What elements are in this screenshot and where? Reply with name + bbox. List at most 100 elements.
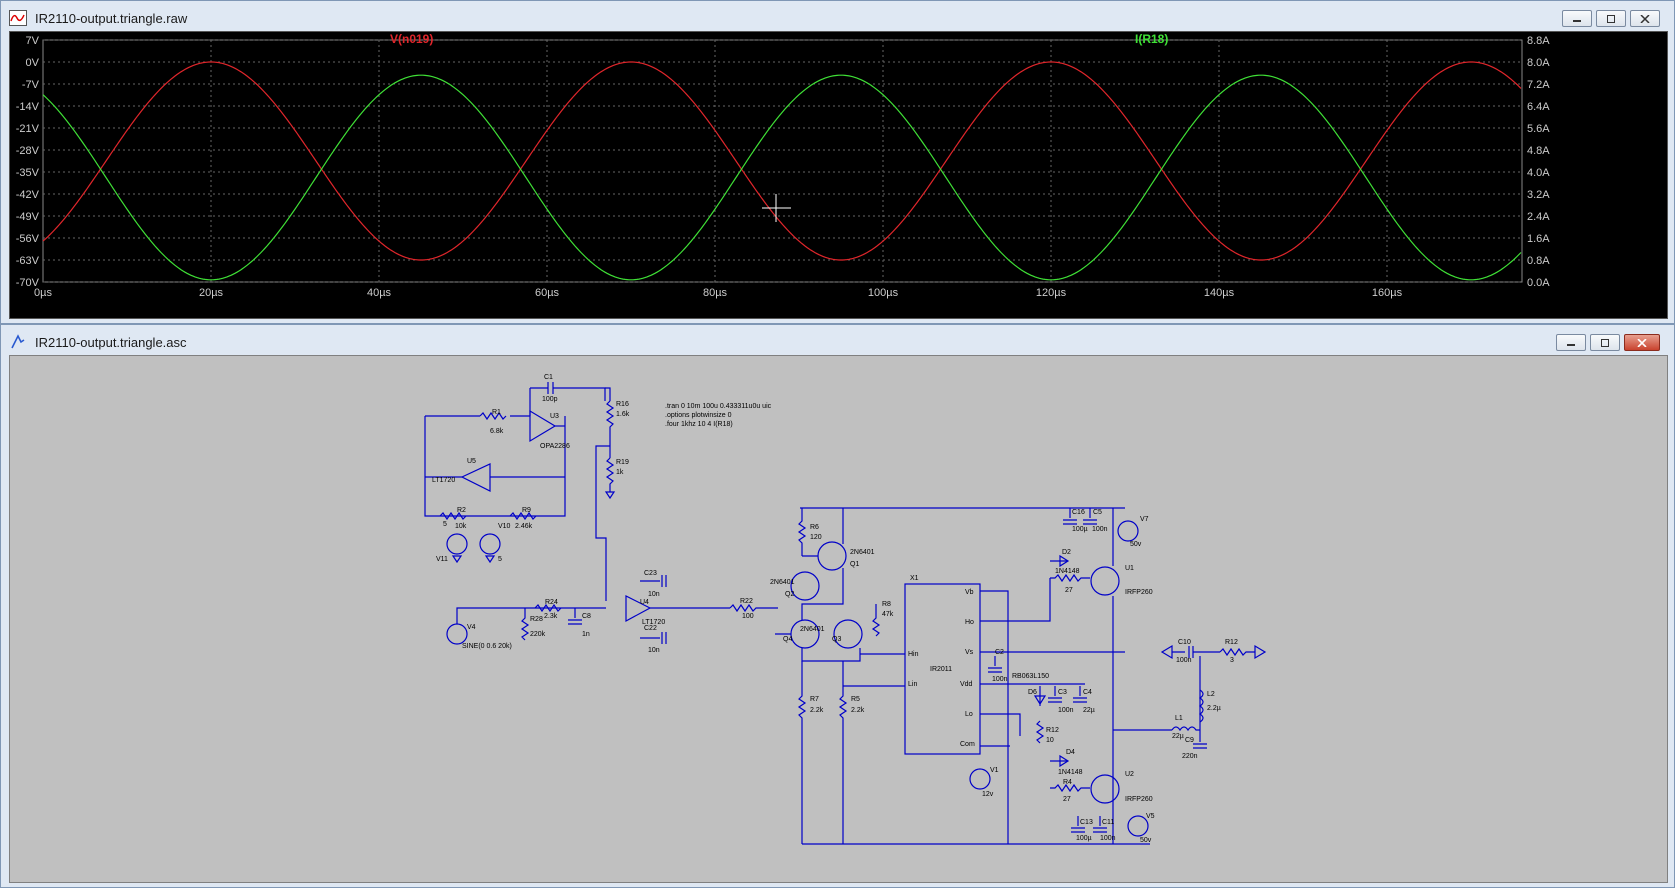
svg-text:L2: L2	[1207, 691, 1215, 698]
svg-text:120: 120	[810, 534, 822, 541]
waveform-window-titlebar[interactable]: IR2110-output.triangle.raw	[1, 1, 1674, 35]
right-tick-label: 0.0A	[1527, 277, 1550, 289]
svg-text:V1: V1	[990, 767, 999, 774]
x-tick-label: 120µs	[1036, 287, 1067, 299]
close-button[interactable]	[1624, 334, 1660, 351]
capacitor-c3	[1048, 686, 1062, 703]
svg-text:U5: U5	[467, 458, 476, 465]
maximize-button[interactable]	[1590, 334, 1620, 351]
svg-text:U1: U1	[1125, 565, 1134, 572]
svg-text:10: 10	[1046, 737, 1054, 744]
trace-i-r18[interactable]	[42, 74, 1522, 281]
svg-text:D2: D2	[1062, 549, 1071, 556]
opamp-u3	[529, 409, 557, 443]
trace-v-n019[interactable]	[42, 61, 1522, 261]
svg-text:R7: R7	[810, 696, 819, 703]
capacitor-c5	[1083, 508, 1097, 525]
right-tick-label: 5.6A	[1527, 123, 1550, 135]
r16-r19-chain[interactable]: R16 1.6k R19 1k	[595, 387, 630, 601]
close-button[interactable]	[1630, 10, 1660, 27]
right-tick-label: 4.8A	[1527, 145, 1550, 157]
sine-input[interactable]: V4 SINE(0 0.6 20k) R24 2.3k R28 220k C8 …	[446, 570, 778, 654]
right-tick-label: 0.8A	[1527, 255, 1550, 267]
directive-four[interactable]: .four 1khz 10 4 I(R18)	[665, 421, 733, 428]
resistor-r9	[509, 511, 537, 521]
svg-text:1n: 1n	[582, 631, 590, 638]
svg-text:27: 27	[1065, 587, 1073, 594]
x-tick-label: 40µs	[367, 287, 392, 299]
triangle-generator[interactable]: R1 6.8k C1 100p U3 OPA2286 U5 LT1720 R2 …	[424, 374, 606, 530]
spice-directives[interactable]: .tran 0 10m 100u 0.433311u0u uic .option…	[665, 403, 772, 428]
svg-text:Q3: Q3	[832, 636, 841, 643]
resistor-r22	[729, 603, 778, 613]
svg-text:U4: U4	[640, 599, 649, 606]
schematic-window[interactable]: IR2110-output.triangle.asc .tran 0 10m 1…	[0, 324, 1675, 888]
diode-d6	[1033, 686, 1047, 706]
resistor-r3	[1050, 573, 1090, 583]
svg-text:Vdd: Vdd	[960, 681, 973, 688]
right-tick-label: 4.0A	[1527, 167, 1550, 179]
maximize-button[interactable]	[1596, 10, 1626, 27]
capacitor-c22	[640, 632, 667, 644]
minimize-button[interactable]	[1562, 10, 1592, 27]
svg-text:Com: Com	[960, 741, 975, 748]
svg-text:100µ: 100µ	[1076, 835, 1092, 842]
directive-tran[interactable]: .tran 0 10m 100u 0.433311u0u uic	[665, 403, 772, 410]
voltage-source-v1	[969, 768, 991, 790]
inductor-l1	[1171, 726, 1200, 732]
svg-text:R8: R8	[882, 601, 891, 608]
left-tick-label: -63V	[16, 255, 40, 267]
svg-text:C22: C22	[644, 625, 657, 632]
svg-text:R1: R1	[492, 409, 501, 416]
minimize-button[interactable]	[1556, 334, 1586, 351]
x-tick-label: 160µs	[1372, 287, 1403, 299]
svg-text:X1: X1	[910, 575, 919, 582]
svg-text:V10: V10	[498, 523, 511, 530]
high-side-stage[interactable]: C16 100µ C5 100n V7 50v D2 1N4148 27 U1 …	[1050, 508, 1153, 844]
svg-text:R12: R12	[1046, 727, 1059, 734]
left-tick-label: -70V	[16, 277, 40, 289]
svg-text:2.46k: 2.46k	[515, 523, 533, 530]
low-side-stage[interactable]: C2 100n RB063L150 D6 C3 100n C4 22µ R12 …	[802, 649, 1155, 845]
svg-text:C1: C1	[544, 374, 553, 381]
bjt-driver[interactable]: R6 120 2N6401 Q1 2N6401 Q2 R8 47k 2N6401…	[770, 507, 1125, 844]
svg-text:C5: C5	[1093, 509, 1102, 516]
schematic-canvas[interactable]: .tran 0 10m 100u 0.433311u0u uic .option…	[9, 355, 1668, 883]
waveform-svg[interactable]: 7V0V-7V-14V-21V-28V-35V-42V-49V-56V-63V-…	[10, 32, 1667, 318]
svg-text:2.3k: 2.3k	[544, 613, 558, 620]
schematic-window-title: IR2110-output.triangle.asc	[35, 334, 187, 350]
svg-text:Vs: Vs	[965, 649, 974, 656]
right-tick-label: 2.4A	[1527, 211, 1550, 223]
svg-text:2.2µ: 2.2µ	[1207, 705, 1221, 712]
voltage-source-v10	[479, 533, 501, 555]
close-icon	[1637, 338, 1647, 347]
svg-text:R19: R19	[616, 459, 629, 466]
crosshair-cursor	[762, 194, 791, 222]
mosfet-u2	[1090, 774, 1120, 804]
schematic-window-titlebar[interactable]: IR2110-output.triangle.asc	[1, 325, 1674, 359]
x-tick-label: 0µs	[34, 287, 52, 299]
output-filter[interactable]: C10 100n R12 3 L2 2.2µ L1 22µ C9 220n	[1113, 639, 1267, 760]
schematic-svg[interactable]: .tran 0 10m 100u 0.433311u0u uic .option…	[10, 356, 1667, 882]
left-axis-ticks: 7V0V-7V-14V-21V-28V-35V-42V-49V-56V-63V-…	[16, 35, 40, 289]
trace1-label[interactable]: V(n019)	[390, 32, 433, 46]
x-tick-label: 140µs	[1204, 287, 1235, 299]
trace2-label[interactable]: I(R18)	[1135, 32, 1168, 46]
svg-text:100n: 100n	[1058, 707, 1074, 714]
capacitor-c4	[1073, 686, 1087, 703]
left-tick-label: -56V	[16, 233, 40, 245]
supply-sources-v10-v11[interactable]: 5 V11 V10 5	[436, 521, 511, 564]
ir2011-gate-driver[interactable]: X1 IR2011 Vb Ho Vs Vdd Lo Com Hin Lin	[904, 575, 1125, 844]
ic-x1	[904, 583, 981, 755]
svg-text:U2: U2	[1125, 771, 1134, 778]
directive-options[interactable]: .options plotwinsize 0	[665, 412, 732, 419]
voltage-source-v4	[446, 623, 468, 645]
svg-text:C2: C2	[995, 649, 1004, 656]
svg-text:V7: V7	[1140, 516, 1149, 523]
comparator-u5	[460, 463, 491, 492]
svg-text:100n: 100n	[1092, 526, 1108, 533]
svg-text:R24: R24	[545, 599, 558, 606]
